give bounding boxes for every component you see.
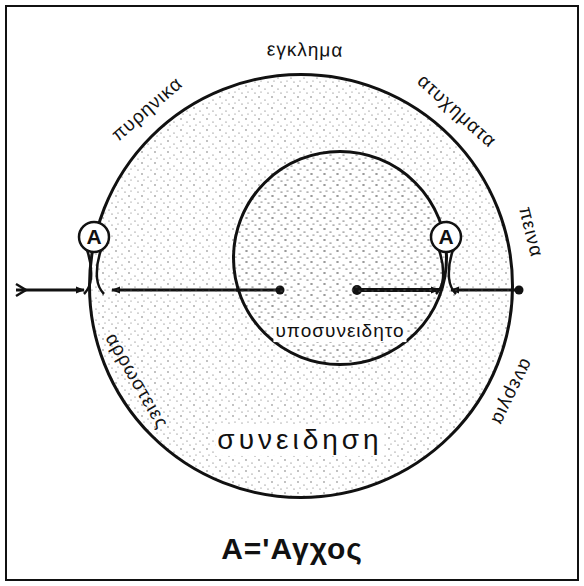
region-label: υποσυνειδητο <box>273 320 406 342</box>
anxiety-letter: A <box>436 225 455 249</box>
subconscious-circle: υποσυνειδητο <box>232 150 448 366</box>
anxiety-letter: A <box>84 225 103 249</box>
incoming-arrow <box>16 284 84 296</box>
threat-label: εγκλημα <box>265 38 346 61</box>
frame <box>6 6 578 580</box>
key-label: A='Αγχος <box>219 532 365 567</box>
threat-label: πεινα <box>514 203 549 262</box>
anxiety-bubble: A <box>76 220 112 294</box>
region-label: συνειδηση <box>215 424 384 456</box>
anxiety-bubble: A <box>428 220 464 294</box>
